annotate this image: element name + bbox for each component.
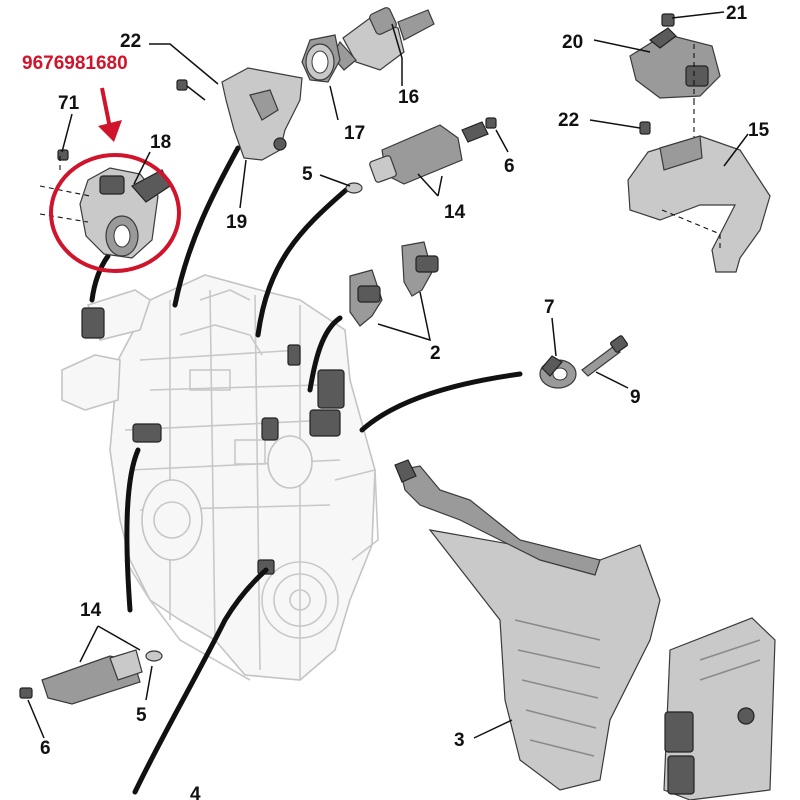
location-bands bbox=[89, 145, 523, 795]
highlight-arrow bbox=[100, 87, 112, 129]
part-16-solenoid-valve bbox=[331, 7, 435, 71]
callout-6-bottom: 6 bbox=[40, 738, 51, 759]
callout-7: 7 bbox=[544, 297, 555, 318]
callout-16: 16 bbox=[398, 87, 419, 108]
callout-labels: 71 18 22 16 17 19 5 14 6 20 21 22 15 2 7… bbox=[40, 3, 770, 800]
part-17-clamp bbox=[301, 34, 341, 83]
highlight-part-number: 9676981680 bbox=[22, 53, 128, 74]
part-18-valve-assembly bbox=[39, 149, 171, 259]
callout-21: 21 bbox=[726, 3, 748, 24]
part-15-bracket bbox=[627, 121, 771, 273]
callout-6-top: 6 bbox=[504, 156, 515, 177]
highlight-marker bbox=[49, 87, 181, 273]
part-3-ecu-bracket bbox=[394, 459, 661, 791]
callout-4: 4 bbox=[190, 784, 201, 800]
part-9-bolt bbox=[581, 335, 628, 377]
engine-mounted-sensors bbox=[81, 307, 345, 575]
callout-15: 15 bbox=[748, 120, 770, 141]
highlight-arrow-head bbox=[98, 120, 122, 142]
callout-17: 17 bbox=[344, 123, 365, 144]
part-14-injector-top bbox=[345, 121, 489, 194]
callout-19: 19 bbox=[226, 212, 247, 233]
callout-20: 20 bbox=[562, 32, 583, 53]
callout-3: 3 bbox=[454, 730, 465, 751]
engine-block bbox=[61, 274, 379, 681]
callout-14-top: 14 bbox=[444, 202, 466, 223]
leader-lines bbox=[27, 11, 749, 739]
part-22-bolt-top bbox=[176, 79, 206, 101]
callout-5-top: 5 bbox=[302, 164, 313, 185]
callout-2: 2 bbox=[430, 343, 441, 364]
part-6-bolt-top bbox=[485, 117, 497, 129]
part-14-injector-bottom bbox=[19, 649, 163, 705]
part-7-knock-sensor bbox=[539, 355, 577, 389]
part-ecu-module bbox=[663, 617, 776, 800]
callout-5-bottom: 5 bbox=[136, 705, 147, 726]
callout-14-bottom: 14 bbox=[80, 600, 102, 621]
highlight-circle bbox=[49, 153, 181, 273]
callout-22-top: 22 bbox=[120, 31, 141, 52]
callout-9: 9 bbox=[630, 387, 641, 408]
part-20-sensor bbox=[629, 13, 721, 140]
part-2-sensors bbox=[349, 241, 439, 327]
callout-22-right: 22 bbox=[558, 110, 579, 131]
callout-71: 71 bbox=[58, 93, 80, 114]
callout-18: 18 bbox=[150, 132, 171, 153]
part-19-bracket bbox=[221, 67, 303, 161]
